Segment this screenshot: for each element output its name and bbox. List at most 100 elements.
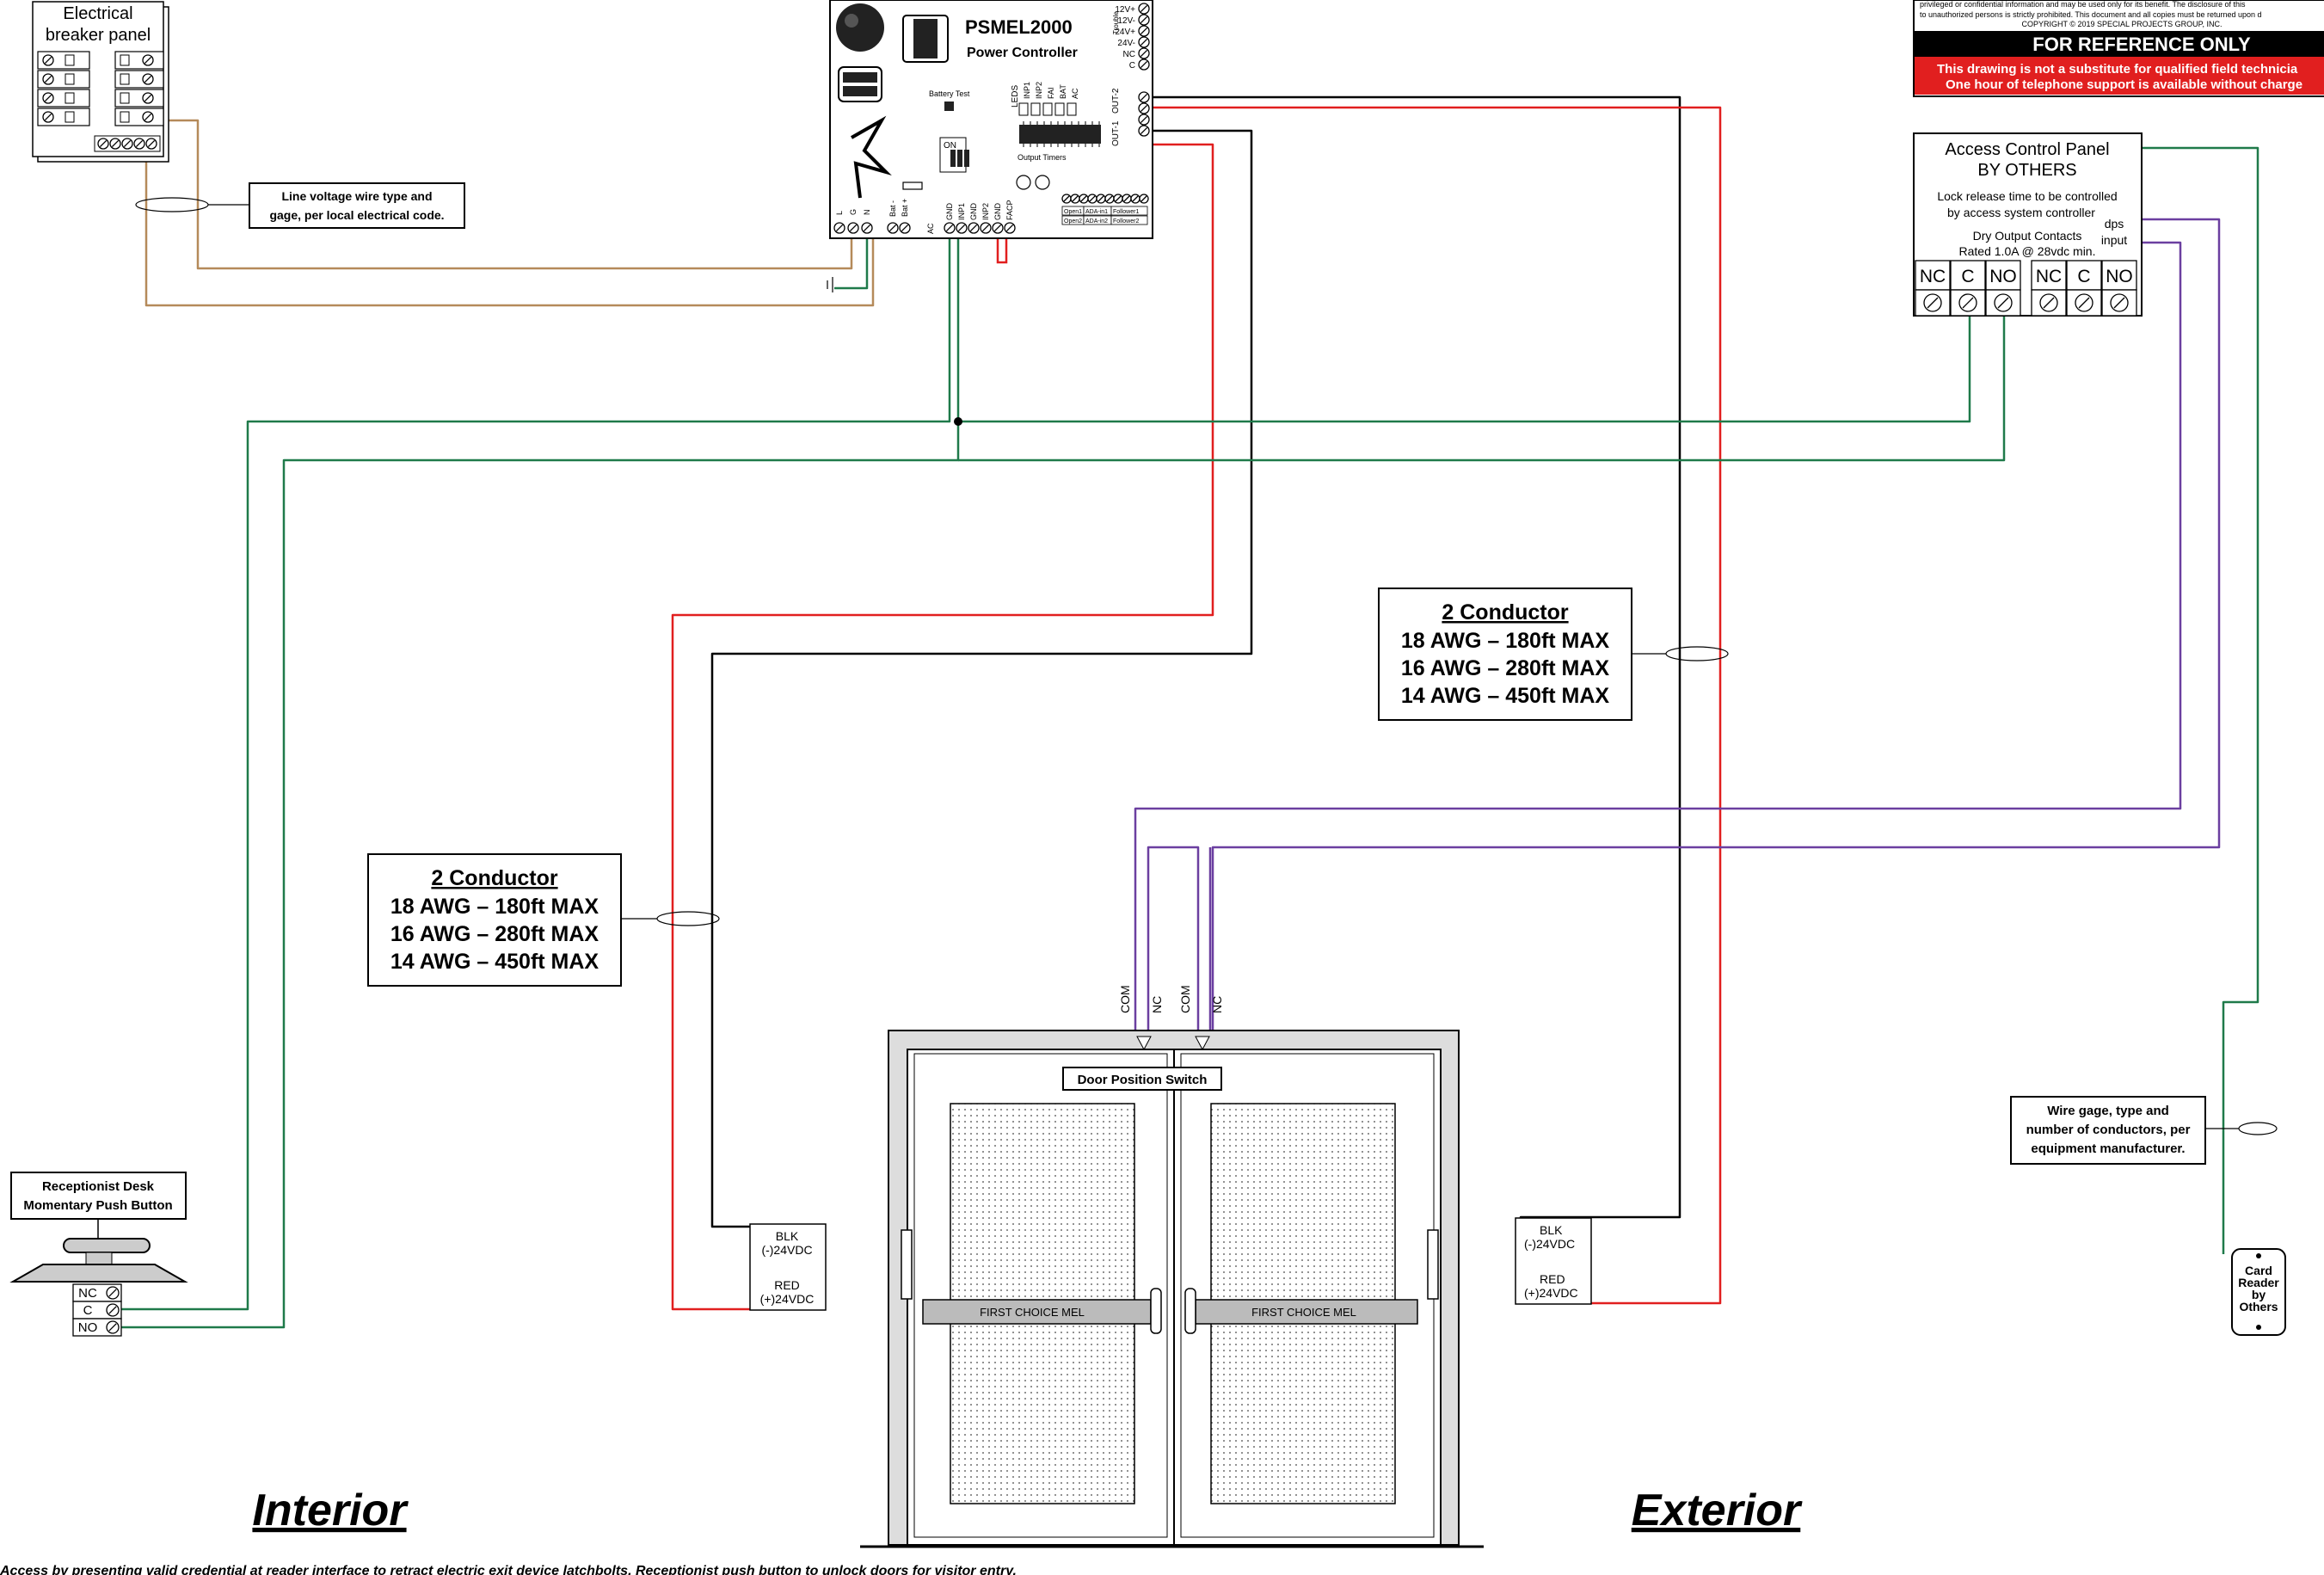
battery-test-button[interactable] <box>944 102 954 111</box>
breaker-screw <box>142 54 154 66</box>
right-exit-bar-label: FIRST CHOICE MEL <box>1251 1306 1356 1319</box>
line-voltage-note-2: gage, per local electrical code. <box>269 208 444 222</box>
output-timers-label: Output Timers <box>1018 153 1067 162</box>
input-terminal <box>992 222 1004 234</box>
follower-label: Open1 <box>1064 209 1082 215</box>
acp-terminal-cell <box>1985 260 2021 291</box>
breaker-panel-title-2: breaker panel <box>46 26 151 45</box>
acp-terminal-screw <box>1958 293 1977 312</box>
acp-terminal-label: C <box>2077 267 2090 286</box>
breaker-screw <box>42 54 54 66</box>
right-exit-bar <box>1195 1299 1418 1325</box>
conductor-left-title: 2 Conductor <box>431 866 557 890</box>
left-red-label: RED <box>774 1278 800 1292</box>
card-reader-note: Wire gage, type and number of conductors… <box>2010 1096 2239 1165</box>
right-blk-voltage: (-)24VDC <box>1524 1237 1575 1251</box>
input-terminal <box>944 222 956 234</box>
lgn-label: L <box>835 211 844 215</box>
battery-label: Bat - <box>888 200 897 217</box>
dip-switch[interactable] <box>950 150 956 167</box>
card-reader-label-3: by <box>2252 1288 2266 1301</box>
push-button-terminal-screw <box>106 1303 120 1317</box>
leds-label: LEDS <box>1011 85 1020 108</box>
led-indicator <box>1018 102 1029 116</box>
breaker-screw <box>142 111 154 123</box>
breaker-screw <box>42 73 54 85</box>
breaker-panel: Electrical breaker panel <box>32 1 169 163</box>
follower-terminal <box>1079 194 1089 204</box>
acp-terminal-label: C <box>1961 267 1974 286</box>
follower-terminal <box>1061 194 1072 204</box>
conductor-left-row-3: 14 AWG – 450ft MAX <box>390 950 599 974</box>
rating-label: Rated 1.0A @ 28vdc min. <box>1959 244 2096 258</box>
input-terminal <box>980 222 992 234</box>
dip-on-label: ON <box>944 141 956 151</box>
notice-line-1: privileged or confidential information a… <box>1920 0 2246 9</box>
dip-switch[interactable] <box>964 150 969 167</box>
right-red-voltage: (+)24VDC <box>1524 1286 1578 1300</box>
controller-terminal-label: 12V- <box>1117 16 1135 26</box>
controller-terminal-label: 24V+ <box>1115 28 1135 37</box>
receptionist-title-2: Momentary Push Button <box>23 1198 172 1213</box>
breaker-screw <box>142 92 154 104</box>
follower-terminal <box>1070 194 1080 204</box>
conductor-left-row-2: 16 AWG – 280ft MAX <box>390 922 599 946</box>
breaker-panel-title-1: Electrical <box>63 4 132 23</box>
acp-terminal-cell <box>2101 260 2137 291</box>
battery-terminal <box>887 222 899 234</box>
push-button-icon[interactable] <box>63 1238 151 1253</box>
lgn-label: G <box>849 209 858 215</box>
input-terminal <box>968 222 980 234</box>
left-blk-label: BLK <box>776 1229 799 1243</box>
dps-input-label-1: dps <box>2105 217 2124 231</box>
push-button-terminal-label: NO <box>78 1320 98 1335</box>
right-blk-label: BLK <box>1540 1223 1563 1237</box>
line-voltage-wires <box>144 119 875 307</box>
breaker-switch <box>120 73 130 85</box>
push-button-terminal-label: NC <box>78 1286 97 1301</box>
left-exit-bar-label: FIRST CHOICE MEL <box>980 1306 1085 1319</box>
breaker-switch <box>65 92 75 104</box>
trouble-label: Trouble <box>1112 11 1120 34</box>
output-terminal <box>1138 114 1150 126</box>
input-terminal-label: GND <box>969 203 978 221</box>
receptionist-title-1: Receptionist Desk <box>42 1179 155 1194</box>
acp-terminal-screw <box>2039 293 2058 312</box>
green-wires <box>120 146 2259 1329</box>
conductor-box-left: 2 Conductor 18 AWG – 180ft MAX 16 AWG – … <box>367 853 657 987</box>
neutral-screw <box>145 138 157 150</box>
follower-terminal <box>1113 194 1123 204</box>
battery-terminal <box>899 222 911 234</box>
dps-input-label-2: input <box>2101 233 2127 247</box>
card-reader-note-3: equipment manufacturer. <box>2031 1141 2185 1156</box>
input-terminal <box>1004 222 1016 234</box>
notice-line-2: to unauthorized persons is strictly proh… <box>1920 10 2262 19</box>
left-red-voltage: (+)24VDC <box>760 1292 815 1306</box>
conductor-left-row-1: 18 AWG – 180ft MAX <box>390 895 599 919</box>
led-label: BAT <box>1059 84 1067 99</box>
conductor-right-row-3: 14 AWG – 450ft MAX <box>1401 684 1610 708</box>
follower-label: Follower2 <box>1113 218 1139 225</box>
follower-terminal <box>1139 194 1149 204</box>
warning-line-2: One hour of telephone support is availab… <box>1946 77 2302 92</box>
double-door: FIRST CHOICE MEL FIRST CHOICE MEL Door P… <box>860 985 1484 1548</box>
battery-label: Bat + <box>901 199 909 217</box>
access-panel-title: Access Control Panel <box>1945 140 2109 159</box>
output-terminal <box>1138 102 1150 114</box>
dps-wire-label: NC <box>1210 996 1224 1013</box>
out2-label: OUT-2 <box>1111 88 1121 114</box>
input-terminal-label: GND <box>945 203 954 221</box>
acp-terminal-cell <box>1915 260 1951 291</box>
lgn-label: N <box>863 210 871 216</box>
input-terminal <box>956 222 968 234</box>
dip-switch[interactable] <box>957 150 962 167</box>
card-reader-label-1: Card <box>2245 1264 2272 1277</box>
access-control-panel: Access Control Panel BY OTHERS Lock rele… <box>1913 132 2143 317</box>
ac-label: AC <box>926 223 935 234</box>
controller-terminal-label: 12V+ <box>1115 5 1135 15</box>
input-terminal-label: FACP <box>1005 200 1014 220</box>
breaker-switch <box>65 54 75 66</box>
controller-model: PSMEL2000 <box>965 16 1073 38</box>
acp-terminal-label: NC <box>2036 267 2062 286</box>
breaker-switch <box>120 111 130 123</box>
